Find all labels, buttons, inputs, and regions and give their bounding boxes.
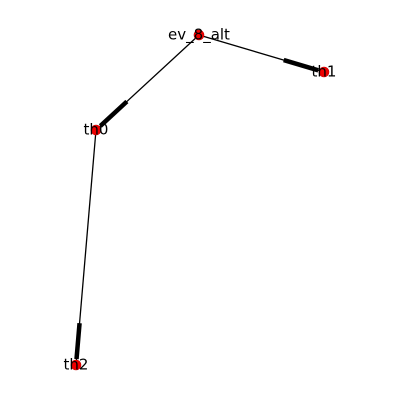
node-label-th1: th1 bbox=[312, 63, 337, 81]
edge-ev_8_alt-to-th0 bbox=[95, 34, 200, 131]
node-th1 bbox=[318, 66, 330, 78]
nodes-layer bbox=[70, 29, 330, 371]
node-th0 bbox=[90, 124, 102, 136]
node-label-th2: th2 bbox=[64, 356, 89, 374]
node-th2 bbox=[70, 359, 82, 371]
edge-arrowhead bbox=[74, 322, 82, 360]
labels-layer: ev_8_alt th0 th1 th2 bbox=[64, 26, 337, 374]
edge-arrowhead bbox=[98, 99, 129, 128]
edge-arrowhead bbox=[283, 57, 319, 73]
node-ev_8_alt bbox=[193, 29, 205, 41]
node-label-ev_8_alt: ev_8_alt bbox=[168, 26, 230, 45]
edge-ev_8_alt-to-th1 bbox=[198, 34, 325, 73]
edge-th0-to-th2 bbox=[74, 129, 97, 366]
edges-layer bbox=[74, 34, 325, 366]
node-label-th0: th0 bbox=[84, 121, 109, 139]
